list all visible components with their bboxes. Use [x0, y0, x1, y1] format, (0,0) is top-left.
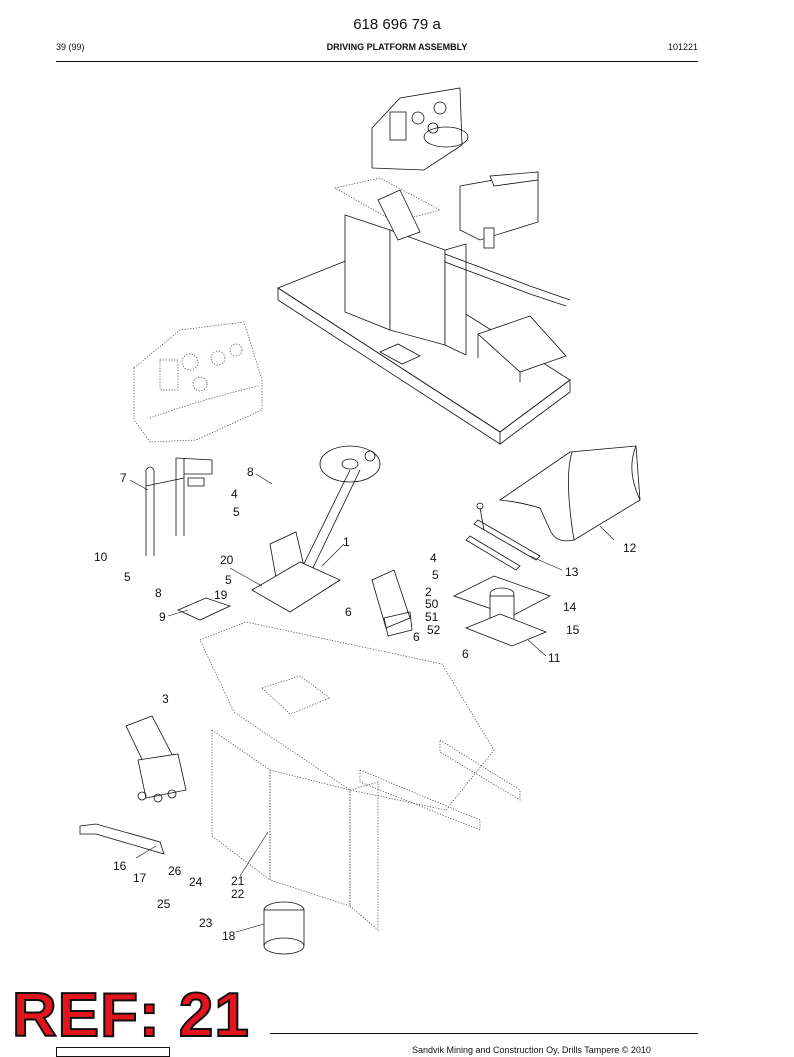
callout-4: 4: [231, 487, 238, 501]
oil-tank: [263, 901, 305, 955]
callout-labels: 7 8 4 5 1 10 5 20 5 8 19 9 4 5 2 50 51 5…: [94, 465, 637, 943]
leader-lines: [129, 473, 615, 933]
callout-6: 6: [413, 630, 420, 644]
footer-divider: [270, 1033, 698, 1034]
callout-10: 10: [94, 550, 108, 564]
callout-8: 8: [155, 586, 162, 600]
revision-code: 101221: [667, 42, 698, 52]
assembled-platform-view: [277, 87, 571, 445]
callout-14: 14: [563, 600, 577, 614]
callout-6: 6: [462, 647, 469, 661]
callout-7: 7: [120, 471, 127, 485]
callout-21: 21: [231, 874, 245, 888]
reference-stamp: REF: 21: [11, 981, 250, 1050]
callout-18: 18: [222, 929, 236, 943]
floor-plate-small: [177, 597, 232, 621]
callout-16: 16: [113, 859, 127, 873]
callout-4: 4: [430, 551, 437, 565]
platform-frame-phantom: [199, 621, 521, 931]
brake-pedal-valve: [125, 715, 187, 803]
steering-column: [251, 445, 381, 613]
support-arm: [79, 823, 165, 855]
callout-11: 11: [548, 651, 561, 665]
copyright-notice: Sandvik Mining and Construction Oy, Dril…: [412, 1045, 651, 1055]
callout-23: 23: [199, 916, 213, 930]
callout-5: 5: [225, 573, 232, 587]
callout-51: 51: [425, 610, 439, 624]
callout-17: 17: [133, 871, 147, 885]
callout-8: 8: [247, 465, 254, 479]
control-panel-phantom: [133, 321, 263, 443]
callout-52: 52: [427, 623, 441, 637]
header-divider: [56, 61, 698, 62]
seat-slide-rails: [465, 502, 541, 571]
callout-15: 15: [566, 623, 580, 637]
callout-12: 12: [623, 541, 637, 555]
callout-5: 5: [233, 505, 240, 519]
callout-2: 2: [425, 585, 432, 599]
callout-13: 13: [565, 565, 579, 579]
handle-bracket: [145, 457, 213, 556]
document-number: 618 696 79 a: [353, 16, 441, 33]
callout-50: 50: [425, 597, 439, 611]
callout-26: 26: [168, 864, 182, 878]
page-title: DRIVING PLATFORM ASSEMBLY: [326, 42, 468, 52]
foot-pedal: [371, 569, 413, 637]
callout-20: 20: [220, 553, 234, 567]
callout-22: 22: [231, 887, 245, 901]
callout-25: 25: [157, 897, 171, 911]
page-count: 39 (99): [56, 42, 85, 52]
callout-6: 6: [345, 605, 352, 619]
callout-9: 9: [159, 610, 166, 624]
callout-3: 3: [162, 692, 169, 706]
callout-5: 5: [124, 570, 131, 584]
seat: [498, 445, 641, 542]
callout-19: 19: [214, 588, 228, 602]
seat-pedestal: [452, 575, 551, 647]
callout-5: 5: [432, 568, 439, 582]
callout-24: 24: [189, 875, 203, 889]
callout-1: 1: [343, 535, 350, 549]
